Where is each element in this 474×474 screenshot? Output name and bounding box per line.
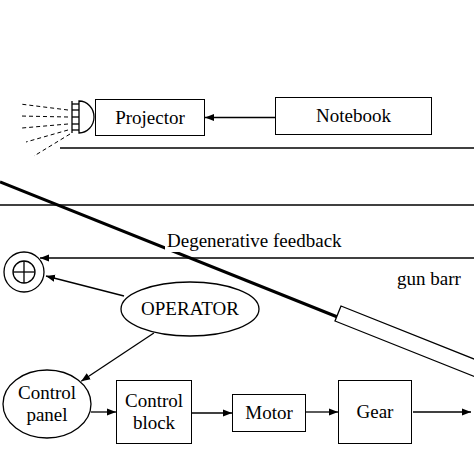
arrow-connector [81,333,154,381]
node-text: Projector [115,107,185,129]
arrow-connector [205,117,275,118]
process-box: Notebook [275,97,432,135]
feedback-line [40,257,474,258]
separator-line [0,204,474,205]
process-box: Gear [338,380,412,444]
node-text: OPERATOR [141,298,239,320]
process-box: Projector [95,99,205,136]
node-text: Control block [122,390,186,434]
node-text: Notebook [316,105,391,127]
node-text: Control panel [17,382,77,426]
signal-label: Degenerative feedback [165,231,344,252]
arrow-connector [192,412,232,413]
arrow-connector [91,411,116,412]
part-label: gun barr [395,269,463,290]
process-box: Control block [116,380,192,444]
control-panel-circle: Control panel [2,369,92,439]
gun-barrel [335,306,474,378]
summing-junction [4,252,44,292]
projector-lens [72,101,94,133]
node-text: Gear [357,401,394,423]
operator-to-junction [46,276,124,296]
process-box: Motor [232,394,306,432]
arrow-connector [306,411,338,412]
projection-line [60,147,474,148]
output-line [413,411,471,412]
node-text: Motor [245,402,293,424]
operator-ellipse: OPERATOR [120,281,260,337]
